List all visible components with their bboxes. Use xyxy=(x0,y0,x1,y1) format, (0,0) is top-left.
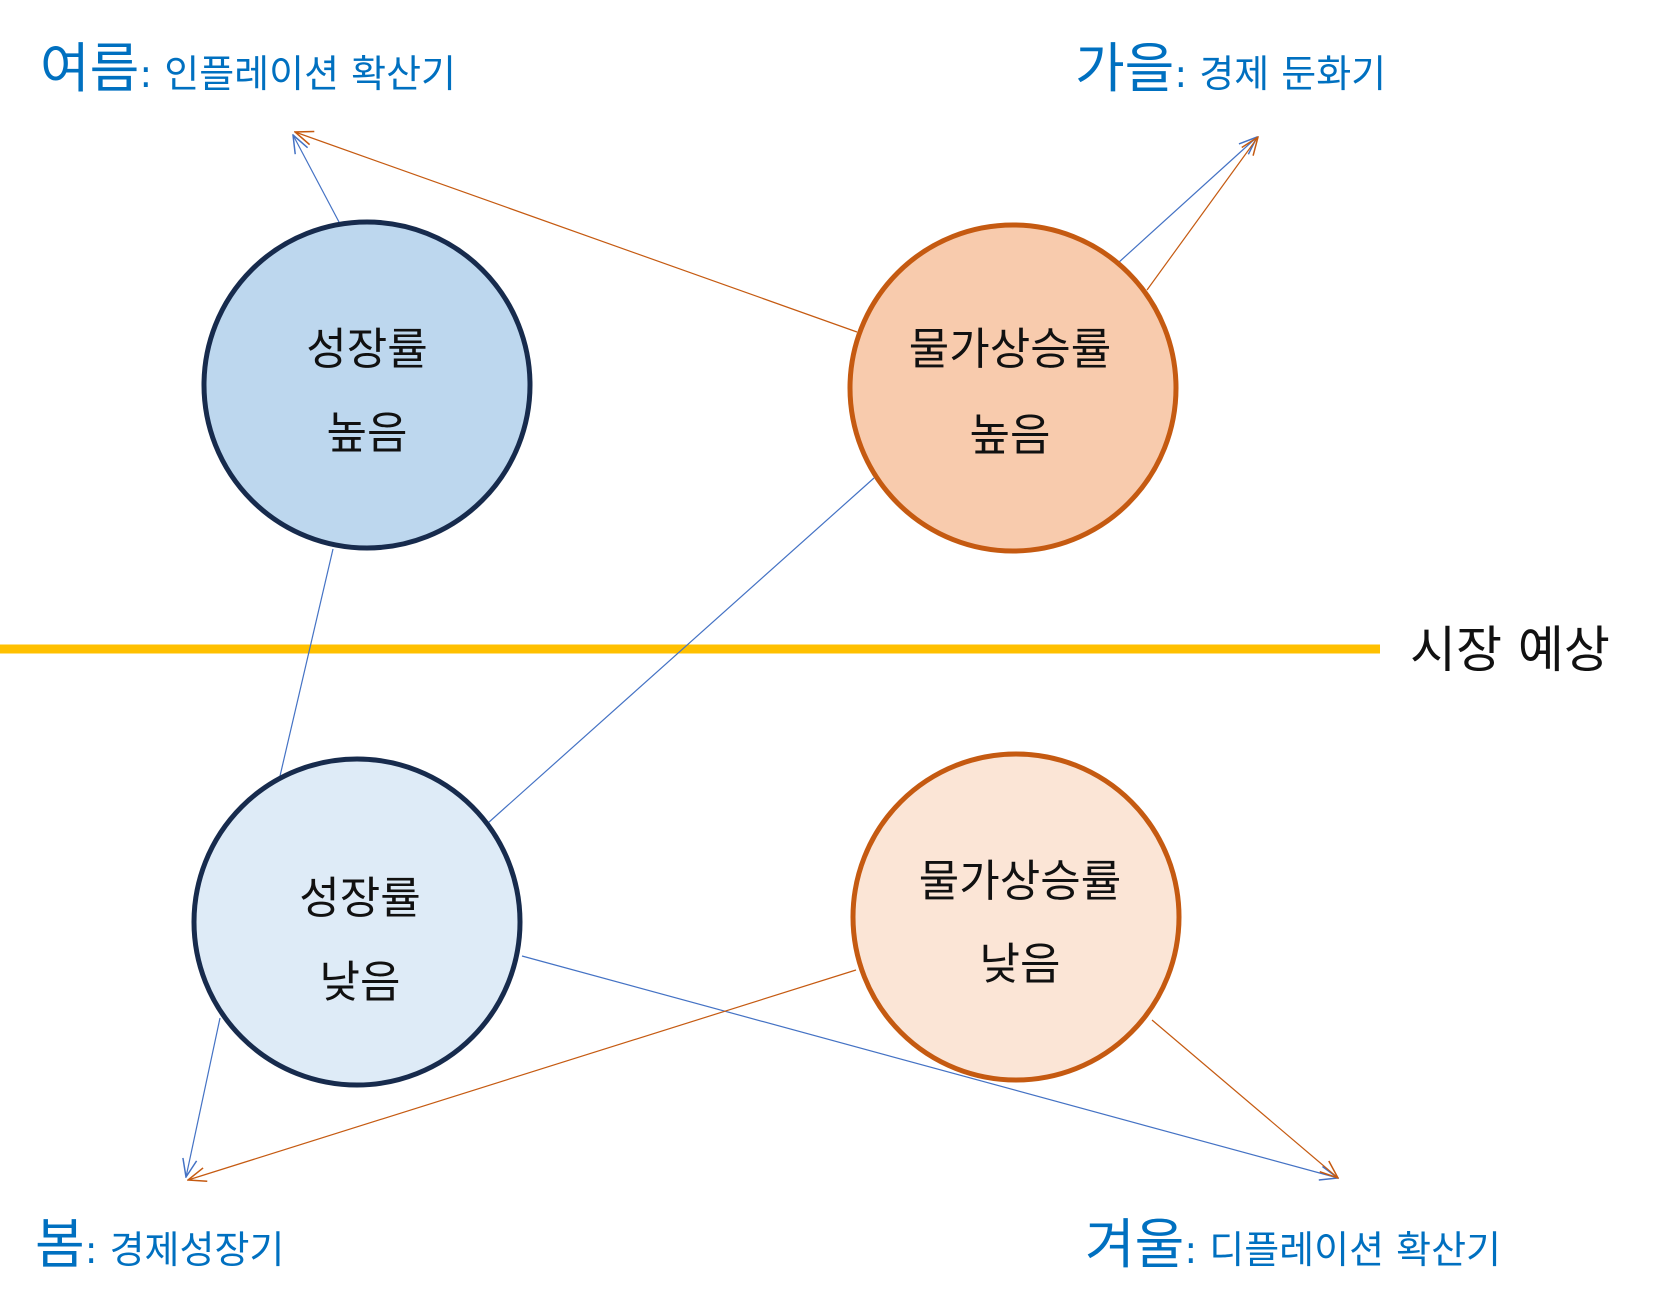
node-inflation-low: 물가상승률 낮음 xyxy=(850,751,1182,1083)
node-inflation-low-line1: 물가상승률 xyxy=(919,856,1121,907)
season-summer-desc: : 인플레이션 확산기 xyxy=(139,52,457,96)
connector-growth-low-to-spring xyxy=(186,1017,221,1177)
season-autumn-name: 가을 xyxy=(1075,37,1175,100)
season-winter-label: 겨울: 디플레이션 확산기 xyxy=(1085,1218,1501,1272)
node-growth-high-line2: 높음 xyxy=(327,408,408,459)
connector-growth-high-to-summer xyxy=(293,135,340,223)
season-spring-label: 봄: 경제성장기 xyxy=(35,1218,284,1272)
season-spring-name: 봄 xyxy=(35,1213,85,1276)
node-inflation-high-line2: 높음 xyxy=(970,410,1051,461)
node-growth-high: 성장률 높음 xyxy=(201,219,533,551)
node-inflation-high-line1: 물가상승률 xyxy=(909,324,1111,375)
node-growth-low: 성장률 낮음 xyxy=(191,756,523,1088)
market-expectation-label: 시장 예상 xyxy=(1410,621,1610,679)
season-summer-label: 여름: 인플레이션 확산기 xyxy=(40,42,456,96)
connector-growth-low-to-inflation-high xyxy=(487,477,875,824)
season-winter-name: 겨울 xyxy=(1085,1213,1185,1276)
connector-inflation-low-to-spring xyxy=(188,969,857,1180)
node-inflation-high: 물가상승률 높음 xyxy=(847,222,1179,554)
season-summer-name: 여름 xyxy=(40,37,140,100)
node-growth-high-line1: 성장률 xyxy=(306,324,427,375)
connector-inflation-low-to-winter xyxy=(1151,1019,1338,1178)
connector-inflation-high-to-summer xyxy=(295,132,858,333)
node-inflation-low-line2: 낮음 xyxy=(980,939,1061,990)
connector-inflation-high-to-autumn-2 xyxy=(1146,137,1258,291)
node-growth-low-line1: 성장률 xyxy=(299,873,420,924)
connector-inflation-high-to-autumn xyxy=(1117,137,1257,264)
season-autumn-label: 가을: 경제 둔화기 xyxy=(1075,42,1386,96)
connector-growth-low-to-winter xyxy=(521,955,1338,1178)
season-spring-desc: : 경제성장기 xyxy=(84,1228,285,1272)
node-growth-low-line2: 낮음 xyxy=(320,957,401,1008)
season-autumn-desc: : 경제 둔화기 xyxy=(1174,52,1387,96)
connector-growth-low-to-growth-high xyxy=(279,548,334,777)
season-winter-desc: : 디플레이션 확산기 xyxy=(1184,1228,1502,1272)
